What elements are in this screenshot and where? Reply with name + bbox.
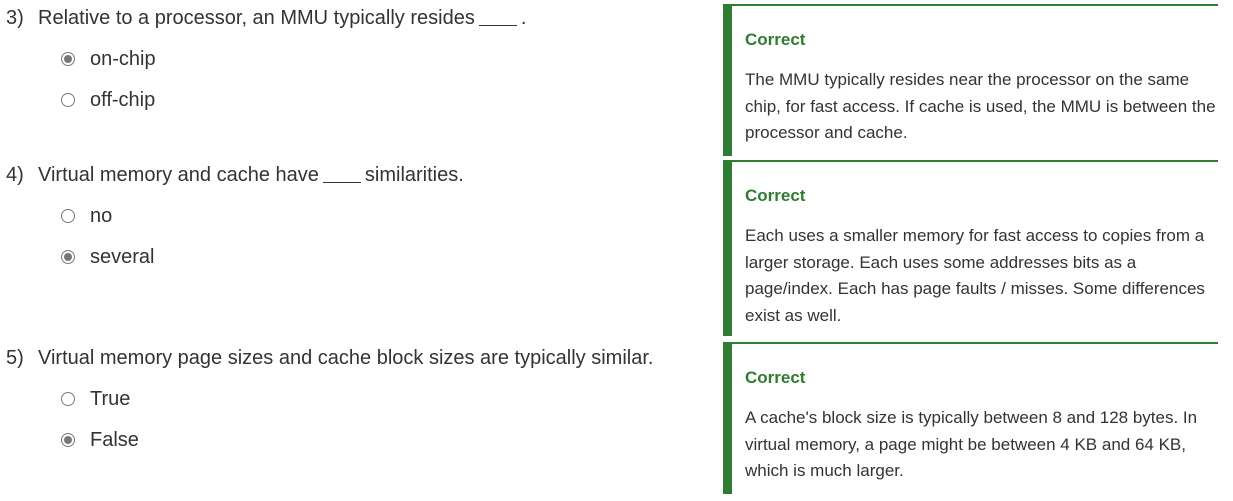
question-number: 4) [6, 164, 24, 186]
feedback-panel-4: Correct Each uses a smaller memory for f… [723, 160, 1218, 336]
radio-button[interactable] [61, 209, 75, 223]
option-label: several [90, 245, 155, 268]
question-number: 3) [6, 7, 24, 29]
radio-button-selected[interactable] [61, 433, 75, 447]
feedback-panel-5: Correct A cache's block size is typicall… [723, 342, 1218, 494]
option-label: True [90, 387, 131, 410]
feedback-status: Correct [745, 186, 806, 205]
question-text: Virtual memory and cache have similaritie… [38, 164, 464, 187]
radio-dot [64, 436, 72, 444]
option-label: False [90, 428, 139, 451]
feedback-explanation: Each uses a smaller memory for fast acce… [745, 226, 1205, 325]
radio-button-selected[interactable] [61, 52, 75, 66]
option-no[interactable]: no [61, 203, 112, 229]
radio-button[interactable] [61, 392, 75, 406]
question-text-before: Relative to a processor, an MMU typicall… [38, 7, 475, 29]
question-text-after: similarities. [364, 164, 464, 186]
option-false[interactable]: False [61, 427, 139, 453]
option-true[interactable]: True [61, 386, 130, 412]
radio-dot [64, 253, 72, 261]
option-label: off-chip [90, 88, 156, 111]
radio-button[interactable] [61, 93, 75, 107]
feedback-panel-3: Correct The MMU typically resides near t… [723, 4, 1218, 156]
option-off-chip[interactable]: off-chip [61, 87, 155, 113]
feedback-explanation: A cache's block size is typically betwee… [745, 408, 1198, 480]
feedback-status: Correct [745, 368, 806, 387]
option-label: on-chip [90, 47, 156, 70]
question-text: Relative to a processor, an MMU typicall… [38, 7, 526, 30]
option-label: no [90, 204, 113, 227]
question-number: 5) [6, 347, 24, 369]
option-on-chip[interactable]: on-chip [61, 46, 156, 72]
question-text-before: Virtual memory and cache have [38, 164, 319, 186]
radio-button-selected[interactable] [61, 250, 75, 264]
answer-blank [322, 181, 361, 183]
option-several[interactable]: several [61, 244, 154, 270]
question-text: Virtual memory page sizes and cache bloc… [38, 347, 653, 370]
answer-blank [478, 24, 517, 26]
radio-dot [64, 55, 72, 63]
feedback-status: Correct [745, 30, 806, 49]
question-text-after: . [520, 7, 527, 29]
question-text-before: Virtual memory page sizes and cache bloc… [38, 347, 654, 369]
feedback-explanation: The MMU typically resides near the proce… [745, 70, 1216, 142]
